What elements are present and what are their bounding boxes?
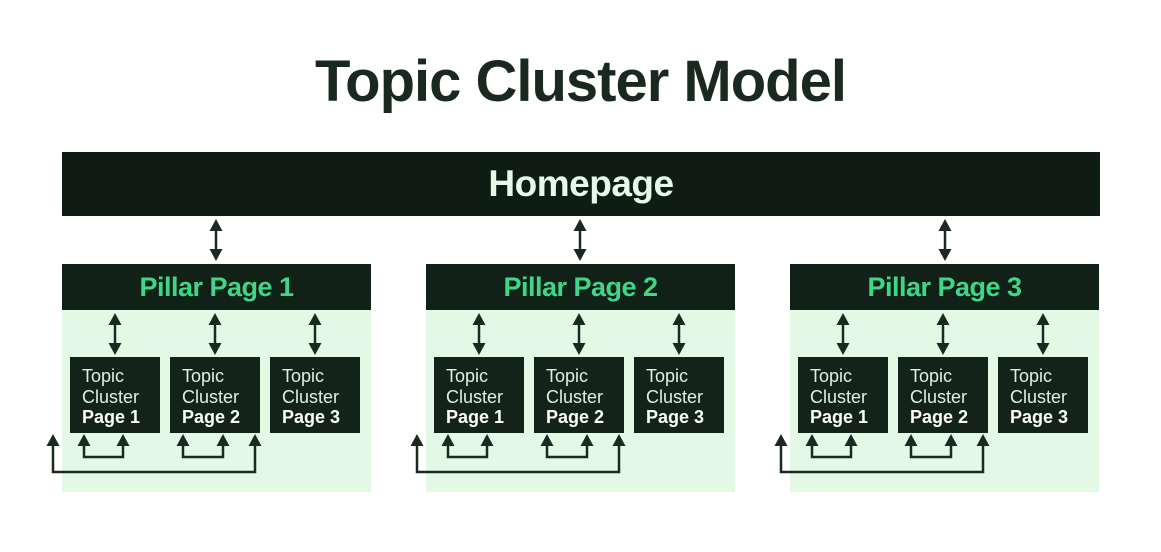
pillar-section-3: Pillar Page 3 Topic Cluster Page 1 Topic… [790, 264, 1099, 492]
pillar-3-label: Pillar Page 3 [867, 271, 1022, 302]
cluster-title-line1: Topic [182, 366, 225, 386]
cluster-title-line2: Cluster [82, 386, 140, 407]
cluster-title-line2: Cluster [546, 386, 604, 407]
homepage-to-pillar-double-arrow-icons [210, 219, 952, 261]
cluster-node: Topic Cluster Page 2 [534, 357, 624, 433]
cluster-title-line1: Topic [446, 366, 489, 386]
cluster-node: Topic Cluster Page 3 [998, 357, 1088, 433]
pillar-section-1: Pillar Page 1 Topic Cluster Page 1 Topic… [62, 264, 371, 492]
homepage-label: Homepage [488, 163, 674, 204]
cluster-node: Topic Cluster Page 3 [270, 357, 360, 433]
cluster-page-label: Page 2 [546, 407, 605, 427]
cluster-page-label: Page 1 [446, 407, 505, 427]
cluster-node: Topic Cluster Page 2 [170, 357, 260, 433]
cluster-node: Topic Cluster Page 2 [898, 357, 988, 433]
cluster-page-label: Page 3 [646, 407, 705, 427]
cluster-title-line1: Topic [810, 366, 853, 386]
cluster-page-label: Page 1 [82, 407, 141, 427]
cluster-node: Topic Cluster Page 1 [434, 357, 524, 433]
cluster-page-label: Page 2 [910, 407, 969, 427]
cluster-title-line2: Cluster [646, 386, 704, 407]
cluster-node: Topic Cluster Page 1 [798, 357, 888, 433]
cluster-page-label: Page 2 [182, 407, 241, 427]
cluster-title-line1: Topic [82, 366, 125, 386]
cluster-node: Topic Cluster Page 3 [634, 357, 724, 433]
cluster-title-line2: Cluster [910, 386, 968, 407]
pillar-3-header: Pillar Page 3 [790, 264, 1099, 310]
homepage-node: Homepage [62, 152, 1100, 216]
cluster-title-line2: Cluster [282, 386, 340, 407]
cluster-title-line2: Cluster [1010, 386, 1068, 407]
cluster-title-line2: Cluster [182, 386, 240, 407]
pillar-section-2: Pillar Page 2 Topic Cluster Page 1 Topic… [426, 264, 735, 492]
cluster-node: Topic Cluster Page 1 [70, 357, 160, 433]
page-title: Topic Cluster Model [315, 49, 847, 114]
cluster-title-line1: Topic [282, 366, 325, 386]
pillar-1-label: Pillar Page 1 [139, 271, 294, 302]
pillar-2-label: Pillar Page 2 [503, 271, 658, 302]
cluster-title-line1: Topic [646, 366, 689, 386]
cluster-page-label: Page 3 [1010, 407, 1069, 427]
cluster-title-line2: Cluster [446, 386, 504, 407]
pillar-2-header: Pillar Page 2 [426, 264, 735, 310]
cluster-title-line1: Topic [910, 366, 953, 386]
cluster-page-label: Page 3 [282, 407, 341, 427]
pillar-1-header: Pillar Page 1 [62, 264, 371, 310]
cluster-title-line1: Topic [546, 366, 589, 386]
cluster-page-label: Page 1 [810, 407, 869, 427]
cluster-title-line2: Cluster [810, 386, 868, 407]
cluster-title-line1: Topic [1010, 366, 1053, 386]
